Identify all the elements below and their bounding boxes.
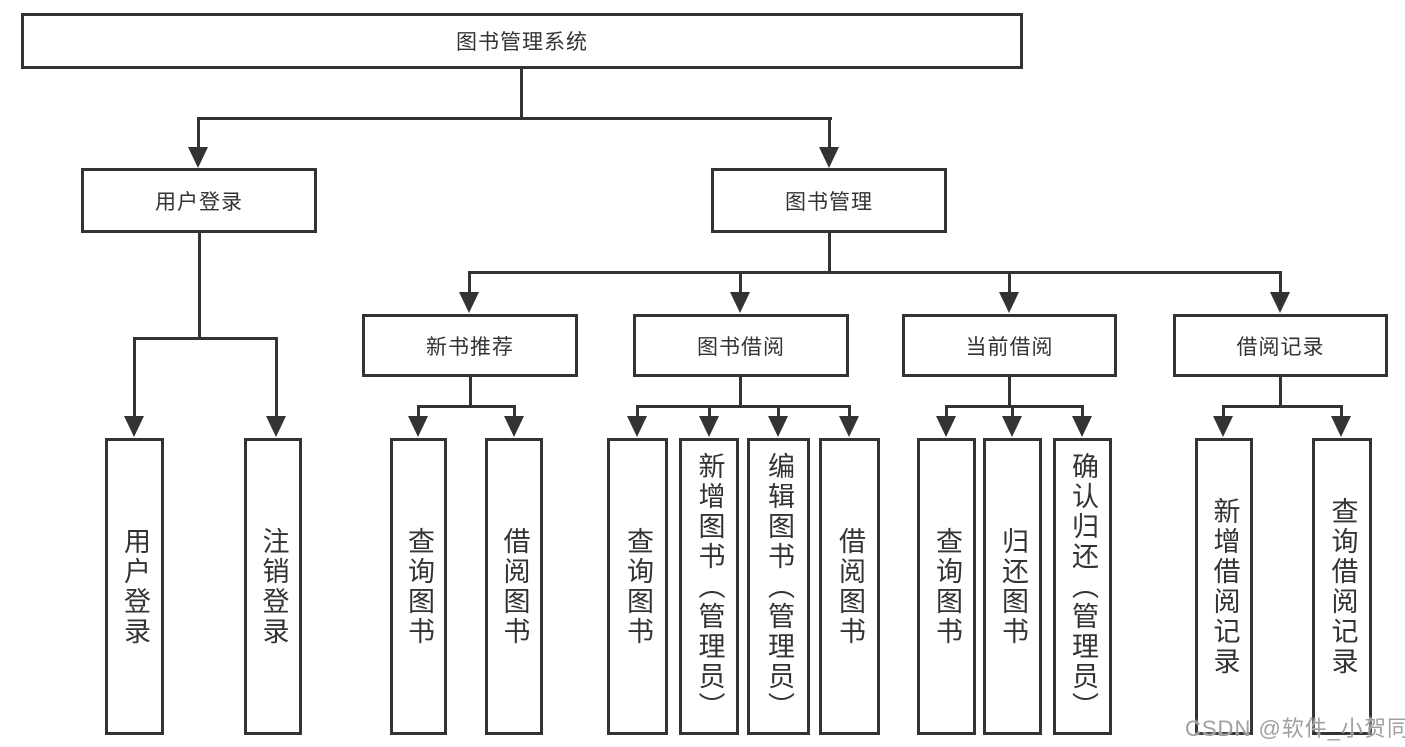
node-label: 借阅图书 <box>499 526 530 647</box>
node-label: 图书管理系统 <box>456 31 588 54</box>
arrow-down-icon <box>999 292 1019 313</box>
node-label: 注销登录 <box>258 526 289 647</box>
connector-root-left-drop <box>197 117 200 149</box>
node-query-book-borrow: 查询图书 <box>607 438 668 735</box>
node-label: 新书推荐 <box>426 335 514 359</box>
node-current-borrow: 当前借阅 <box>902 314 1117 377</box>
arrow-down-icon <box>1213 416 1233 437</box>
node-user-login-leaf: 用户登录 <box>105 438 164 735</box>
connector-root-bar <box>197 117 832 120</box>
arrow-down-icon <box>266 416 286 437</box>
connector-book-borrow-bar <box>636 405 850 408</box>
connector-drop <box>417 405 420 419</box>
node-edit-book-admin: 编辑图书（管理员） <box>747 438 810 735</box>
node-label: 用户登录 <box>155 190 243 214</box>
node-label: 查询借阅记录 <box>1327 496 1358 677</box>
arrow-down-icon <box>839 416 859 437</box>
arrow-down-icon <box>504 416 524 437</box>
connector-root-right-drop <box>828 117 831 149</box>
arrow-down-icon <box>936 416 956 437</box>
connector-drop <box>848 405 851 419</box>
node-add-book-admin: 新增图书（管理员） <box>679 438 739 735</box>
node-label: 借阅记录 <box>1236 335 1325 359</box>
node-confirm-return-admin: 确认归还（管理员） <box>1053 438 1112 735</box>
node-new-book-recommend: 新书推荐 <box>362 314 578 377</box>
node-borrow-records: 借阅记录 <box>1173 314 1388 377</box>
node-label: 查询图书 <box>932 526 962 647</box>
connector-drop <box>945 405 948 419</box>
arrow-down-icon <box>459 292 479 313</box>
connector-current-borrow-stem <box>1008 377 1011 408</box>
connector-drop <box>636 405 639 419</box>
connector-drop <box>1008 271 1011 295</box>
connector-new-book-bar <box>417 405 516 408</box>
connector-drop <box>1011 405 1014 419</box>
arrow-down-icon <box>1270 292 1290 313</box>
connector-borrow-records-bar <box>1222 405 1343 408</box>
connector-drop <box>1081 405 1084 419</box>
arrow-down-icon <box>730 292 750 313</box>
connector-drop <box>1222 405 1225 419</box>
connector-new-book-stem <box>469 377 472 408</box>
node-label: 图书借阅 <box>697 335 785 359</box>
connector-drop <box>708 405 711 419</box>
node-label: 当前借阅 <box>965 335 1054 359</box>
node-label: 查询图书 <box>404 526 434 647</box>
connector-drop <box>275 337 278 417</box>
node-book-management: 图书管理 <box>711 168 947 233</box>
node-borrow-book: 借阅图书 <box>819 438 880 735</box>
node-query-borrow-record: 查询借阅记录 <box>1312 438 1372 735</box>
connector-drop <box>1340 405 1343 419</box>
connector-drop <box>468 271 471 295</box>
node-query-book-current: 查询图书 <box>917 438 976 735</box>
connector-current-borrow-bar <box>945 405 1083 408</box>
node-book-borrow: 图书借阅 <box>633 314 849 377</box>
connector-drop <box>133 337 136 417</box>
node-query-book-recommend: 查询图书 <box>390 438 447 735</box>
csdn-watermark: CSDN @软件_小贺同学 <box>1185 716 1405 741</box>
arrow-down-icon <box>1072 416 1092 437</box>
node-label: 新增借阅记录 <box>1209 496 1240 677</box>
node-label: 编辑图书（管理员） <box>764 451 794 722</box>
node-label: 查询图书 <box>623 526 653 647</box>
node-return-book: 归还图书 <box>983 438 1042 735</box>
node-label: 确认归还（管理员） <box>1068 451 1098 722</box>
connector-drop <box>1279 271 1282 295</box>
connector-user-login-bar <box>133 337 278 340</box>
node-borrow-book-recommend: 借阅图书 <box>485 438 543 735</box>
node-label: 借阅图书 <box>835 526 865 647</box>
node-label: 新增图书（管理员） <box>694 451 725 722</box>
node-label: 用户登录 <box>120 526 150 647</box>
arrow-down-icon <box>1002 416 1022 437</box>
node-add-borrow-record: 新增借阅记录 <box>1195 438 1253 735</box>
node-label: 归还图书 <box>998 526 1028 647</box>
node-label: 图书管理 <box>785 190 873 214</box>
arrow-down-icon <box>627 416 647 437</box>
arrow-down-icon <box>768 416 788 437</box>
connector-book-borrow-stem <box>739 377 742 408</box>
connector-root-stem <box>520 69 523 117</box>
arrow-down-icon <box>819 147 839 168</box>
connector-book-management-bar <box>468 271 1282 274</box>
node-user-login: 用户登录 <box>81 168 317 233</box>
connector-borrow-records-stem <box>1279 377 1282 408</box>
arrow-down-icon <box>699 416 719 437</box>
arrow-down-icon <box>1331 416 1351 437</box>
connector-user-login-stem <box>198 233 201 337</box>
arrow-down-icon <box>408 416 428 437</box>
node-logout: 注销登录 <box>244 438 302 735</box>
node-library-management-system: 图书管理系统 <box>21 13 1023 69</box>
connector-drop <box>513 405 516 419</box>
connector-drop <box>739 271 742 295</box>
connector-drop <box>777 405 780 419</box>
arrow-down-icon <box>188 147 208 168</box>
arrow-down-icon <box>124 416 144 437</box>
connector-book-management-stem <box>828 233 831 274</box>
